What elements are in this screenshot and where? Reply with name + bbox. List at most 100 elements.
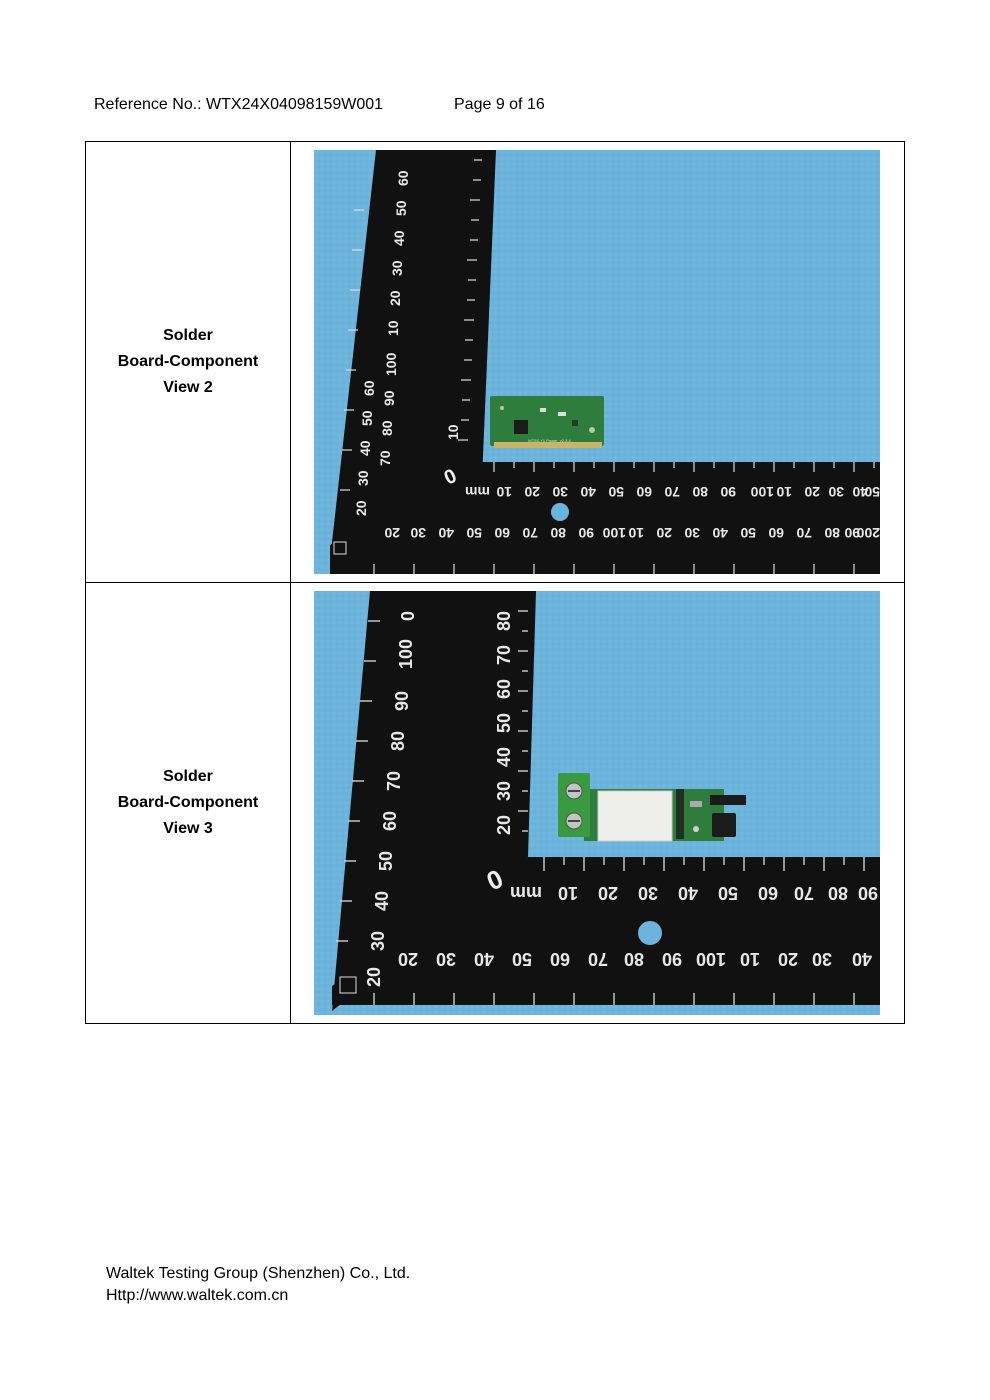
ruler-label: 70	[664, 484, 680, 500]
ruler-label: 20	[656, 525, 672, 541]
ruler-label: 80	[624, 949, 644, 969]
ruler-label: 70	[796, 525, 812, 541]
ruler-label: 30	[638, 883, 658, 903]
ruler-label: 40	[678, 883, 698, 903]
label-line: Solder	[163, 768, 213, 785]
ruler-label: 50	[466, 525, 482, 541]
pcb-board: WT8S.Y1 Power_v2.3.4	[490, 396, 604, 448]
ruler-label: 90	[578, 525, 594, 541]
ruler-label: 50	[359, 410, 375, 426]
ruler-label: 30	[355, 470, 371, 486]
ruler-label: 30	[494, 781, 514, 801]
ruler-label: 80	[828, 883, 848, 903]
ruler-label: 50	[608, 484, 624, 500]
ruler-label: 60	[395, 170, 411, 186]
label-line: Solder	[163, 327, 213, 344]
ruler-label: 50	[740, 525, 756, 541]
ruler-label: 100	[602, 525, 626, 541]
ruler-label: mm	[465, 484, 490, 500]
ruler-label: 10	[496, 484, 512, 500]
photo-cell: 0 100 90 80 70 60 50 40 30 20 80 70	[290, 582, 905, 1024]
ruler-label: mm	[510, 883, 542, 903]
photo-label-cell: Solder Board-Component View 2	[85, 141, 291, 583]
ruler-label: 40	[474, 949, 494, 969]
ruler-label: 80	[692, 484, 708, 500]
ruler-label: 80	[379, 420, 395, 436]
ruler-label: 80	[388, 731, 408, 751]
photo-row: Solder Board-Component View 2	[85, 141, 905, 583]
ruler-label: 20	[524, 484, 540, 500]
ruler-label: 60	[361, 380, 377, 396]
ruler-label: 40	[357, 440, 373, 456]
ruler-label: 10	[628, 525, 644, 541]
ruler-label: 50	[393, 200, 409, 216]
ruler-label: 90	[844, 525, 860, 541]
ruler-label: 20	[804, 484, 820, 500]
ruler-label: 40	[852, 949, 872, 969]
ruler-label: 20	[398, 949, 418, 969]
ruler-label: 30	[410, 525, 426, 541]
ruler-label: 40	[712, 525, 728, 541]
ruler-label: 90	[381, 390, 397, 406]
ruler-label: 70	[588, 949, 608, 969]
label-line: View 2	[163, 379, 213, 396]
photo-label-cell: Solder Board-Component View 3	[85, 582, 291, 1024]
ruler-label: 90	[858, 883, 878, 903]
photo-table: Solder Board-Component View 2	[85, 141, 905, 1024]
ruler-label: 50	[376, 851, 396, 871]
ruler-label: 50	[864, 484, 880, 500]
ruler-label: 70	[794, 883, 814, 903]
photo-cell: 60 50 40 30 20 10 100 90 80 70 60 50 40 …	[290, 141, 905, 583]
ruler-label: 80	[550, 525, 566, 541]
page-number: Page 9 of 16	[454, 96, 545, 113]
ruler-label: 40	[372, 891, 392, 911]
ruler-label: 70	[494, 645, 514, 665]
ruler-label: 40	[391, 230, 407, 246]
page-footer: Waltek Testing Group (Shenzhen) Co., Ltd…	[106, 1263, 410, 1307]
ruler-label: 30	[812, 949, 832, 969]
ruler-label: 50	[494, 713, 514, 733]
ruler-label: 40	[438, 525, 454, 541]
ruler-label: 10	[445, 424, 461, 440]
ruler-label: 20	[384, 525, 400, 541]
ruler-label: 100	[396, 639, 416, 669]
ruler-label: 90	[720, 484, 736, 500]
ruler-label: 70	[384, 771, 404, 791]
ruler-label: 60	[758, 883, 778, 903]
photo-view-2: 60 50 40 30 20 10 100 90 80 70 60 50 40 …	[314, 150, 880, 574]
ruler-label: 20	[387, 290, 403, 306]
label-line: View 3	[163, 820, 213, 837]
ruler-label: 80	[494, 611, 514, 631]
ruler-label: 50	[512, 949, 532, 969]
ruler-label: 60	[494, 525, 510, 541]
ruler-label: 60	[550, 949, 570, 969]
ruler-label: 30	[436, 949, 456, 969]
ruler-label: 30	[368, 931, 388, 951]
ruler-label: 20	[598, 883, 618, 903]
pcb-silkscreen: WT8S.Y1 Power_v2.3.4	[528, 438, 571, 443]
ruler-label: 60	[494, 679, 514, 699]
ruler-label: 50	[718, 883, 738, 903]
ruler-label: 60	[768, 525, 784, 541]
ruler-label: 10	[385, 320, 401, 336]
pcb-board	[558, 773, 746, 842]
ruler-label: 60	[380, 811, 400, 831]
ruler-label: 20	[353, 500, 369, 516]
ruler-label: 20	[494, 815, 514, 835]
pcb-photo-with-ruler-icon: 0 100 90 80 70 60 50 40 30 20 80 70	[314, 591, 880, 1015]
label-line: Board-Component	[117, 353, 259, 370]
ruler-label: 20	[778, 949, 798, 969]
ruler-label: 10	[558, 883, 578, 903]
company-url: Http://www.waltek.com.cn	[106, 1287, 289, 1304]
ruler-label: 30	[828, 484, 844, 500]
ruler-label: 10	[740, 949, 760, 969]
ruler-label: 90	[662, 949, 682, 969]
ruler-label: 0	[398, 611, 418, 621]
ruler-label: 30	[684, 525, 700, 541]
ruler-label: 70	[377, 450, 393, 466]
pcb-photo-with-ruler-icon: 60 50 40 30 20 10 100 90 80 70 60 50 40 …	[314, 150, 880, 574]
photo-view-3: 0 100 90 80 70 60 50 40 30 20 80 70	[314, 591, 880, 1015]
ruler-label: 10	[776, 484, 792, 500]
ruler-label: 40	[580, 484, 596, 500]
company-name: Waltek Testing Group (Shenzhen) Co., Ltd…	[106, 1265, 411, 1282]
